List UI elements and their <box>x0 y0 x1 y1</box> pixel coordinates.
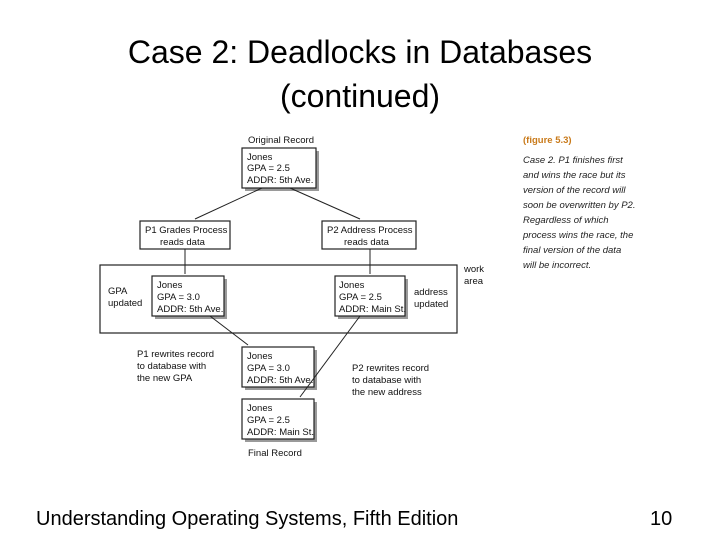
p1-rewrite-label: P1 rewrites record <box>137 349 214 360</box>
figure-caption-line: final version of the data <box>523 245 621 256</box>
figure-caption-line: soon be overwritten by P2. <box>523 200 635 211</box>
address-updated-label: updated <box>414 299 448 310</box>
figure-caption-line: Case 2. P1 finishes first <box>523 155 623 166</box>
p2-work-record-line: ADDR: Main St. <box>339 304 406 315</box>
footer-book-title: Understanding Operating Systems, Fifth E… <box>36 508 459 530</box>
p1-work-record-line: ADDR: 5th Ave. <box>157 304 223 315</box>
original-record-line: Jones <box>247 152 273 163</box>
slide-title-line-1: Case 2: Deadlocks in Databases <box>127 34 593 70</box>
p2-process-box <box>321 220 417 250</box>
figure-caption-line: will be incorrect. <box>523 260 591 271</box>
p2-rewrite-label: the new address <box>352 387 422 398</box>
db-after-p1-box <box>241 346 315 388</box>
p1-rewrite-label: the new GPA <box>137 373 193 384</box>
slide-title-line-2: (continued) <box>279 78 441 114</box>
final-record-line: ADDR: Main St. <box>247 427 314 438</box>
address-updated-label: address <box>414 287 448 298</box>
slide-title: Case 2: Deadlocks in Databases (continue… <box>0 30 720 118</box>
original-record-line: ADDR: 5th Ave. <box>247 175 313 186</box>
figure-caption-line: process wins the race, the <box>522 230 633 241</box>
figure-label: (figure 5.3) <box>523 135 572 146</box>
figure-caption-line: Regardless of which <box>523 215 609 226</box>
db-after-p1-line: Jones <box>247 351 273 362</box>
figure-caption-line: and wins the race but its <box>523 170 626 181</box>
p1-work-record-line: GPA = 3.0 <box>157 292 200 303</box>
final-record-title: Final Record <box>248 448 302 459</box>
gpa-updated-label: updated <box>108 298 142 309</box>
p2-process-line: reads data <box>344 237 390 248</box>
p1-work-record-line: Jones <box>157 280 183 291</box>
p1-rewrite-label: to database with <box>137 361 206 372</box>
original-record-title: Original Record <box>248 135 314 146</box>
p2-work-record-box <box>334 275 406 317</box>
final-record-box <box>241 398 315 440</box>
arrow-original-to-p1 <box>194 187 263 220</box>
p1-work-record-box <box>151 275 225 317</box>
original-record-box <box>241 147 317 189</box>
p2-rewrite-label: to database with <box>352 375 421 386</box>
figure-caption-line: version of the record will <box>523 185 626 196</box>
final-record-line: Jones <box>247 403 273 414</box>
work-area-label: work <box>463 264 484 275</box>
original-record-line: GPA = 2.5 <box>247 163 290 174</box>
arrow-p1-rewrite <box>209 315 249 346</box>
p2-work-record-line: GPA = 2.5 <box>339 292 382 303</box>
db-after-p1-line: GPA = 3.0 <box>247 363 290 374</box>
p1-process-line: P1 Grades Process <box>145 225 228 236</box>
db-after-p1-line: ADDR: 5th Ave. <box>247 375 313 386</box>
page-number: 10 <box>650 508 673 530</box>
arrow-p2-rewrite <box>299 315 361 398</box>
arrow-original-to-p2 <box>289 187 361 220</box>
p2-process-line: P2 Address Process <box>327 225 413 236</box>
gpa-updated-label: GPA <box>108 286 128 297</box>
p2-rewrite-label: P2 rewrites record <box>352 363 429 374</box>
final-record-line: GPA = 2.5 <box>247 415 290 426</box>
work-area-label: area <box>464 276 484 287</box>
p1-process-line: reads data <box>160 237 206 248</box>
p2-work-record-line: Jones <box>339 280 365 291</box>
